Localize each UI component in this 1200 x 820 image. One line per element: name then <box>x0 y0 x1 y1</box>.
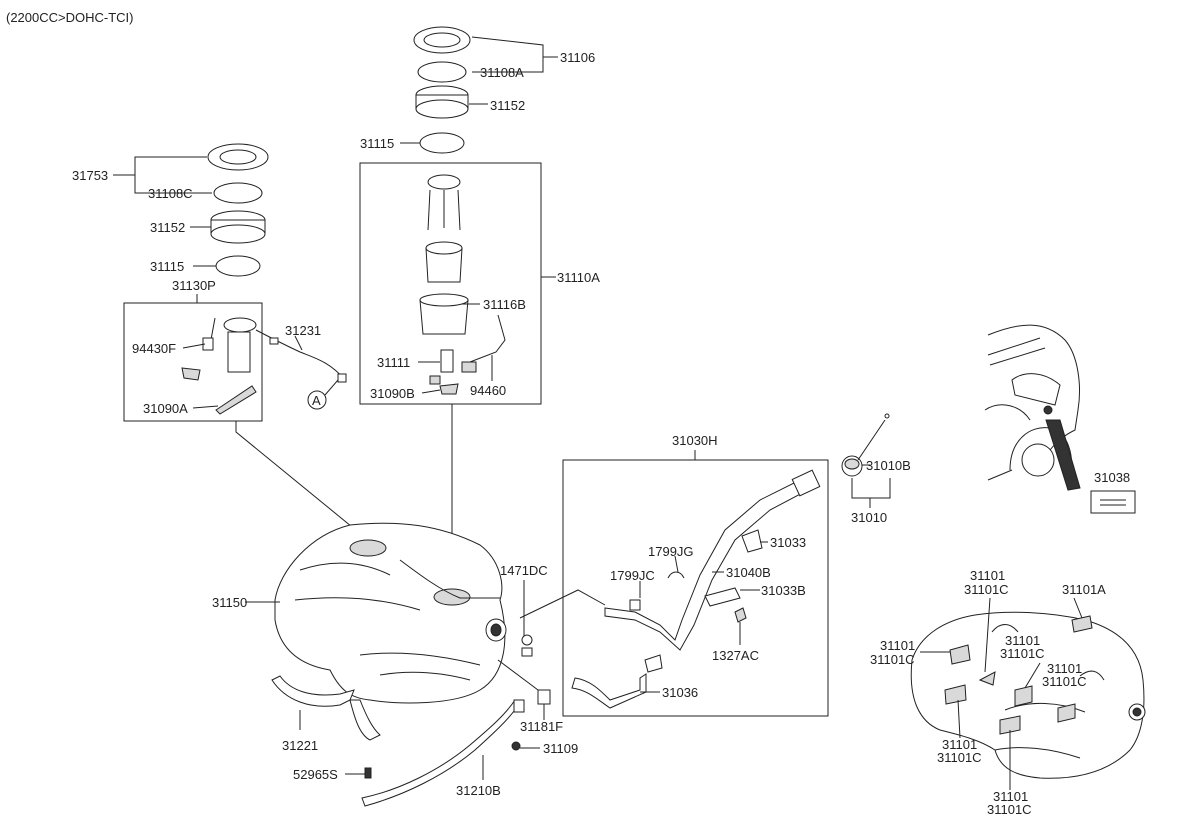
pump-module-box <box>359 162 542 405</box>
callout-31210B: 31210B <box>456 783 501 798</box>
label-sheet-2 <box>944 684 967 705</box>
callout-1799JG: 1799JG <box>648 544 694 559</box>
callout-31753: 31753 <box>72 168 108 183</box>
float-31090A <box>215 385 257 415</box>
vehicle-rear-view <box>984 324 1081 491</box>
label-sheet-7 <box>1071 615 1093 633</box>
nut-1327AC <box>734 607 747 623</box>
sender-parts <box>181 317 257 415</box>
callout-31108A: 31108A <box>480 65 524 80</box>
pump-module-parts <box>419 174 506 395</box>
callout-31101-c: 31101 <box>1005 633 1040 648</box>
callout-31152-top: 31152 <box>490 98 525 113</box>
left-cover-assembly <box>207 143 269 277</box>
callout-94460: 94460 <box>470 383 506 398</box>
callout-31150: 31150 <box>212 595 247 610</box>
filler-neck-pipe-31040B <box>604 479 809 651</box>
callout-31116B: 31116B <box>483 297 526 312</box>
callout-31010B: 31010B <box>866 458 911 473</box>
reference-circle-A <box>307 390 327 410</box>
callout-1471DC: 1471DC <box>500 563 548 578</box>
tank-port-left <box>349 539 387 557</box>
bracket-31181F <box>537 689 551 705</box>
callout-31040B: 31040B <box>726 565 771 580</box>
callout-31101C-c: 31101C <box>1000 646 1045 661</box>
callout-31101-a: 31101 <box>970 568 1005 583</box>
label-sheet-1 <box>949 644 971 665</box>
callout-31090A: 31090A <box>143 401 188 416</box>
callout-31090B: 31090B <box>370 386 415 401</box>
callout-31101A: 31101A <box>1062 582 1106 597</box>
callout-31101-e: 31101 <box>942 737 977 752</box>
bolt-52965S <box>364 767 372 779</box>
callout-1327AC: 1327AC <box>712 648 759 663</box>
callout-31181F: 31181F <box>520 719 563 734</box>
reference-A-label: A <box>312 393 321 408</box>
callout-31109: 31109 <box>543 741 578 756</box>
filter-31090B <box>439 383 459 395</box>
fuel-tank-labels-view <box>910 611 1146 779</box>
callout-31101C-a: 31101C <box>964 582 1009 597</box>
tank-port-center <box>433 588 471 606</box>
callout-94430F: 94430F <box>132 341 176 356</box>
strap-31221 <box>271 675 355 707</box>
callout-31101C-d: 31101C <box>1042 674 1087 689</box>
gasket-31108C <box>213 182 263 204</box>
callout-31033B: 31033B <box>761 583 806 598</box>
callout-1799JC: 1799JC <box>610 568 655 583</box>
callout-31010: 31010 <box>851 510 887 525</box>
callout-31101-d: 31101 <box>1047 661 1082 676</box>
top-cover-assembly <box>413 26 471 154</box>
gasket-31108A <box>417 61 467 83</box>
bracket-31033B <box>704 587 741 607</box>
callout-31101-b: 31101 <box>880 638 915 653</box>
callout-31111: 31111 <box>377 355 410 370</box>
clamp-1471DC <box>521 634 533 646</box>
callout-31130P: 31130P <box>172 278 216 293</box>
bracket-31033 <box>741 529 763 553</box>
fuel-cap-31010 <box>841 413 890 477</box>
callout-52965S: 52965S <box>293 767 338 782</box>
callout-31101C-b: 31101C <box>870 652 915 667</box>
callout-31115-left: 31115 <box>150 259 184 274</box>
callout-31152-left: 31152 <box>150 220 185 235</box>
label-arrow <box>1045 419 1081 491</box>
callout-31108C: 31108C <box>148 186 193 201</box>
label-sheet-4 <box>1014 685 1033 707</box>
callout-31110A: 31110A <box>557 270 600 285</box>
callout-31030H: 31030H <box>672 433 718 448</box>
fuel-pump-31111 <box>440 349 454 373</box>
hose-31036 <box>571 673 647 709</box>
callout-31115-top: 31115 <box>360 136 394 151</box>
callout-31101C-e: 31101C <box>937 750 982 765</box>
callout-31221: 31221 <box>282 738 318 753</box>
filler-neck-box <box>562 459 829 717</box>
callout-31033: 31033 <box>770 535 806 550</box>
callout-31038: 31038 <box>1094 470 1130 485</box>
callout-31231: 31231 <box>285 323 321 338</box>
bolt-31109 <box>511 741 521 751</box>
sender-94460 <box>469 314 506 363</box>
callout-31101-f: 31101 <box>993 789 1028 804</box>
seal-31115-left <box>215 255 261 277</box>
callout-31036: 31036 <box>662 685 698 700</box>
filler-neck-parts <box>571 469 821 709</box>
seal-31115-top <box>419 132 465 154</box>
label-sheet-3 <box>978 671 996 686</box>
fuel-tank-31150 <box>274 522 507 704</box>
callout-31101C-f: 31101C <box>987 802 1032 817</box>
sender-box <box>123 302 263 422</box>
label-sheet-5 <box>999 715 1021 735</box>
engine-spec-label: (2200CC>DOHC-TCI) <box>6 10 134 25</box>
callout-31106: 31106 <box>560 50 595 65</box>
label-plate-31038 <box>1090 490 1136 514</box>
label-sheet-6 <box>1057 703 1076 723</box>
